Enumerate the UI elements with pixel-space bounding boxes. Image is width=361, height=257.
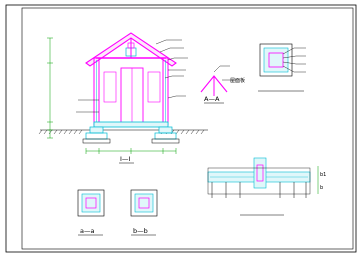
footing-base-left: [85, 132, 108, 140]
section-bb: b—b: [130, 189, 158, 236]
bb-box-inner: [134, 193, 154, 213]
roof-outline: [85, 32, 177, 67]
box-leaders: [282, 47, 306, 73]
aa-section-caption: a—a: [80, 227, 94, 235]
box-mid: [263, 47, 289, 73]
aa-caption: A—A: [204, 95, 220, 103]
plan-column: [253, 157, 267, 189]
box-outer: [259, 43, 293, 77]
detail-box-top: [258, 43, 306, 92]
floor-slab: [93, 121, 169, 128]
side-panel-left: [103, 71, 117, 103]
footing-pad-left: [82, 138, 111, 144]
plan-ticks: [211, 182, 307, 198]
ridge-inner: [127, 42, 135, 49]
ground-hatch: [38, 129, 205, 135]
plan-label-b1: b1: [320, 172, 326, 178]
aa-roof-label: 屋面板: [230, 77, 245, 84]
bb-section-caption: b—b: [133, 227, 148, 235]
building-section: I—I: [38, 32, 208, 164]
footing-right: [158, 126, 173, 134]
aa-box-inner: [81, 193, 101, 213]
plan-outline: [207, 167, 311, 195]
plan-column-core: [256, 164, 264, 182]
bb-box-outer: [130, 189, 158, 217]
detail-aa: 屋面板 A—A: [200, 65, 245, 104]
aa-box-core: [85, 197, 97, 209]
plan-footing: b1 b: [207, 157, 326, 216]
aa-leader-top: [213, 65, 230, 73]
sheet-border-inner: [21, 7, 354, 250]
section-aa: a—a: [77, 189, 105, 236]
plan-label-b: b: [320, 185, 323, 191]
footing-pad-right: [151, 138, 180, 144]
footing-left: [89, 126, 104, 134]
footing-base-right: [154, 132, 177, 140]
leader-lines: [76, 39, 188, 113]
sheet-border-outer: [5, 4, 357, 253]
box-inner: [268, 52, 284, 68]
aa-box-outer: [77, 189, 105, 217]
dim-ticks-bottom: [85, 148, 177, 154]
bb-box-core: [138, 197, 150, 209]
section-caption: I—I: [120, 155, 130, 163]
side-panel-right: [147, 71, 161, 103]
dim-ticks-left: [47, 37, 53, 139]
